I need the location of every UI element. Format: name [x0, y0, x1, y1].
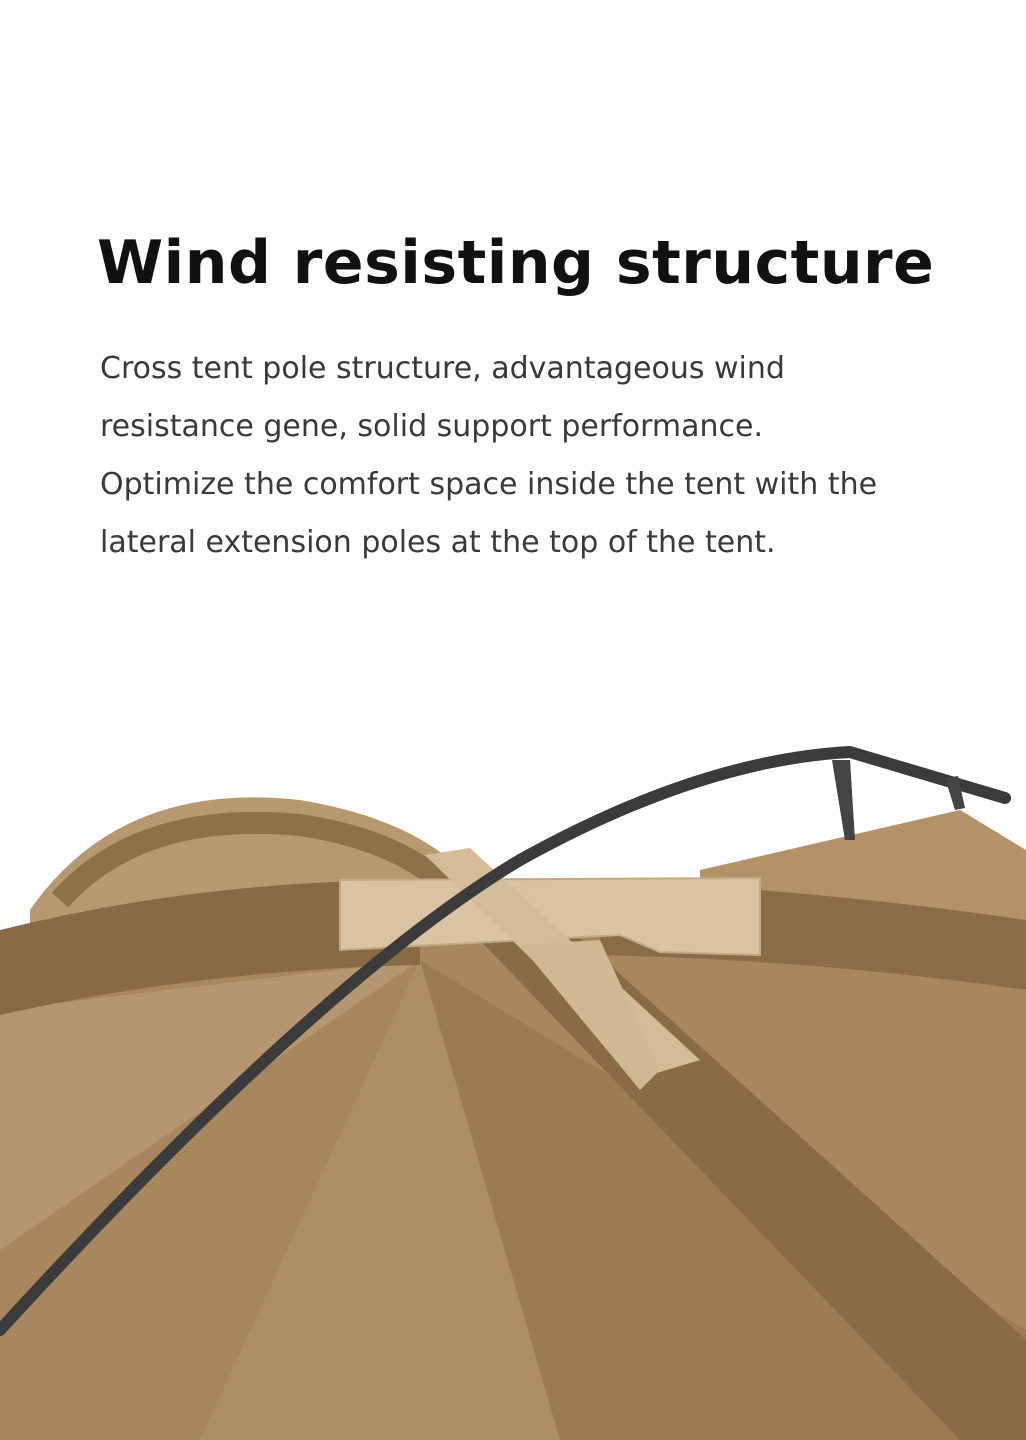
pole-clip: [832, 760, 855, 840]
description-paragraph-1: Cross tent pole structure, advantageous …: [100, 351, 785, 444]
tent-pole: [0, 745, 1011, 1336]
description-paragraph-2: Optimize the comfort space inside the te…: [100, 467, 878, 560]
webbing-patch: [339, 876, 761, 957]
tent-photo: [0, 745, 1026, 1440]
description: Cross tent pole structure, advantageous …: [100, 340, 930, 572]
pole-sleeve-left: [0, 880, 420, 1015]
page-heading: Wind resisting structure: [97, 228, 935, 298]
